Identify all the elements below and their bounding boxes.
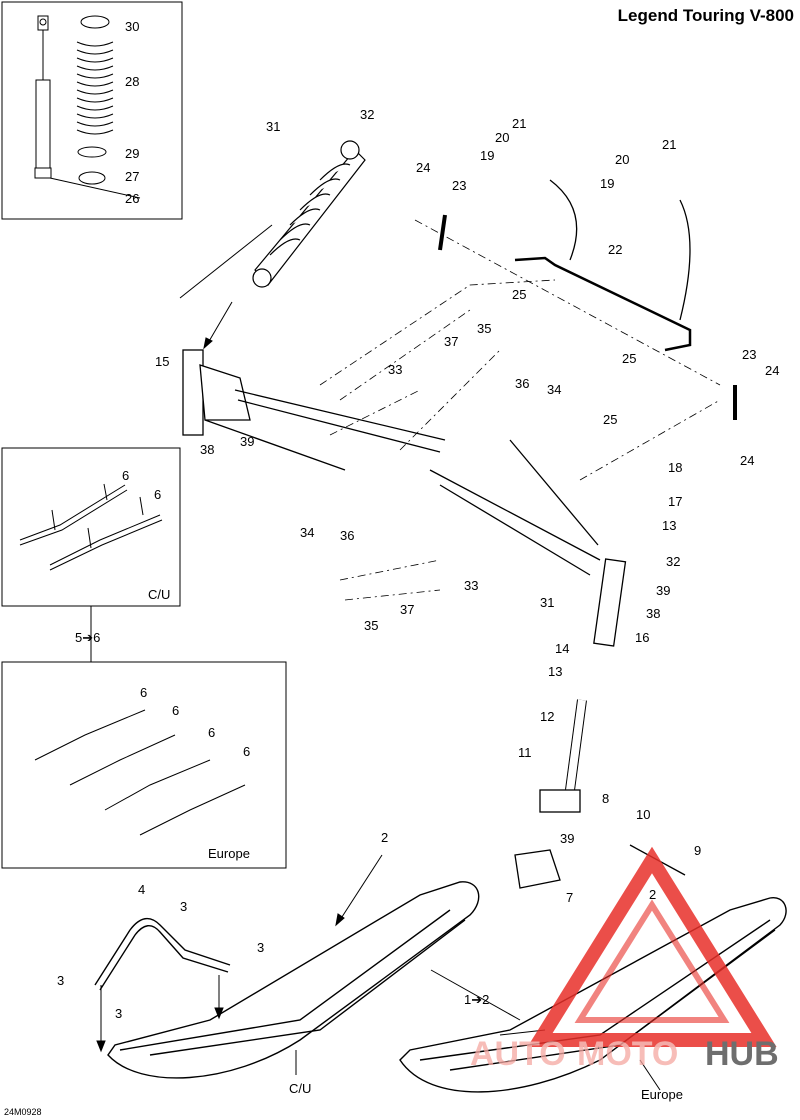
callout: 6 — [140, 685, 147, 700]
callout: 6 — [122, 468, 129, 483]
range-label-5-6: 5➔6 — [75, 630, 100, 645]
callout: 12 — [540, 709, 554, 724]
shock-absorber-assembly — [252, 140, 366, 288]
callout: 18 — [668, 460, 682, 475]
callout: 29 — [125, 146, 139, 161]
callout: 16 — [635, 630, 649, 645]
frame-assembly — [182, 179, 737, 889]
callout: 35 — [477, 321, 491, 336]
callout: 3 — [115, 1006, 122, 1021]
callout: 27 — [125, 169, 139, 184]
callout: 26 — [125, 191, 139, 206]
callout: 28 — [125, 74, 139, 89]
cu-runner-inset-box — [1, 447, 181, 607]
callout: 3 — [57, 973, 64, 988]
callout: 14 — [555, 641, 569, 656]
callout: 20 — [495, 130, 509, 145]
cu-inset-label: C/U — [148, 587, 170, 602]
cu-ski-label: C/U — [289, 1081, 311, 1096]
callout: 19 — [480, 148, 494, 163]
watermark-moto: MOTO — [577, 1035, 678, 1073]
watermark-hub: HUB — [705, 1035, 779, 1073]
callout: 25 — [512, 287, 526, 302]
callout: 32 — [666, 554, 680, 569]
watermark-auto: AUTO — [470, 1035, 566, 1073]
callout: 20 — [615, 152, 629, 167]
callout: 31 — [540, 595, 554, 610]
callout: 37 — [444, 334, 458, 349]
callout: 15 — [155, 354, 169, 369]
callout: 6 — [243, 744, 250, 759]
callout: 39 — [560, 831, 574, 846]
diagram-title: Legend Touring V-800 — [617, 6, 794, 25]
callout: 24 — [765, 363, 779, 378]
callout: 35 — [364, 618, 378, 633]
callout: 38 — [200, 442, 214, 457]
handle-4 — [94, 917, 231, 991]
callout: 3 — [257, 940, 264, 955]
callout: 33 — [388, 362, 402, 377]
callout: 34 — [547, 382, 561, 397]
callout: 22 — [608, 242, 622, 257]
callout: 13 — [662, 518, 676, 533]
callout: 37 — [400, 602, 414, 617]
callout: 38 — [646, 606, 660, 621]
callout: 17 — [668, 494, 682, 509]
callout: 21 — [662, 137, 676, 152]
callout: 34 — [300, 525, 314, 540]
callout: 6 — [208, 725, 215, 740]
callout: 4 — [138, 882, 145, 897]
callout: 21 — [512, 116, 526, 131]
europe-inset-label: Europe — [208, 846, 250, 861]
callout: 19 — [600, 176, 614, 191]
callout: 13 — [548, 664, 562, 679]
callout: 25 — [603, 412, 617, 427]
callout: 3 — [180, 899, 187, 914]
europe-ski-label: Europe — [641, 1087, 683, 1102]
range-label-1-2: 1➔2 — [464, 992, 489, 1007]
callout: 8 — [602, 791, 609, 806]
callout: 31 — [266, 119, 280, 134]
callout: 6 — [154, 487, 161, 502]
callout: 2 — [649, 887, 656, 902]
callout: 9 — [694, 843, 701, 858]
callout: 2 — [381, 830, 388, 845]
guide-lines — [319, 219, 721, 601]
callout: 24 — [416, 160, 430, 175]
callout: 7 — [566, 890, 573, 905]
callout: 25 — [622, 351, 636, 366]
automotohub-watermark-logo: AUTO MOTO HUB — [470, 846, 779, 1073]
callout: 23 — [742, 347, 756, 362]
callout: 24 — [740, 453, 754, 468]
callout: 10 — [636, 807, 650, 822]
callout: 32 — [360, 107, 374, 122]
callout: 6 — [172, 703, 179, 718]
callout: 33 — [464, 578, 478, 593]
callout: 11 — [518, 745, 532, 760]
callout: 36 — [515, 376, 529, 391]
callout: 39 — [240, 434, 254, 449]
ski-cu — [107, 881, 480, 1079]
shock-inset-box — [1, 1, 183, 220]
callout-labels: 30 28 29 27 26 31 32 21 20 19 24 23 21 2… — [57, 19, 779, 1102]
document-code: 24M0928 — [4, 1107, 42, 1117]
europe-runner-inset-box — [1, 661, 287, 869]
callout: 36 — [340, 528, 354, 543]
callout: 39 — [656, 583, 670, 598]
callout: 30 — [125, 19, 139, 34]
callout: 23 — [452, 178, 466, 193]
